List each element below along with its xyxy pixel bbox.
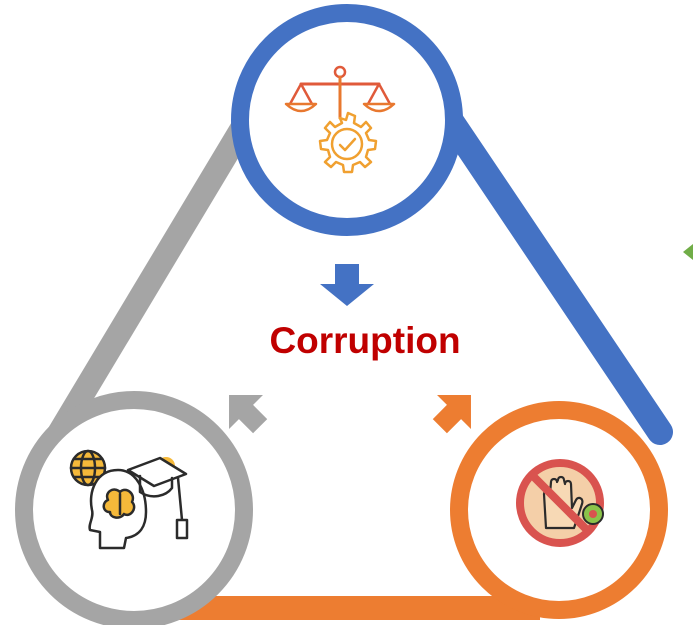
bottom-left-node [15,391,253,625]
center-label-corruption: Corruption [269,320,461,361]
arrow-left-up-right [229,395,268,434]
gray-connector-band [43,83,274,452]
bottom-right-node [450,401,668,619]
head-brain-globe-graduation-cap-icon [69,449,189,550]
top-node [231,4,463,236]
no-virus-hand-prohibition-icon [516,459,604,547]
balance-scale-gear-check-icon [284,65,396,174]
arrow-top-down [320,264,374,306]
arrow-right-up-left [432,395,471,434]
blue-connector-band [417,77,673,445]
green-chevron-fragment [683,244,693,260]
